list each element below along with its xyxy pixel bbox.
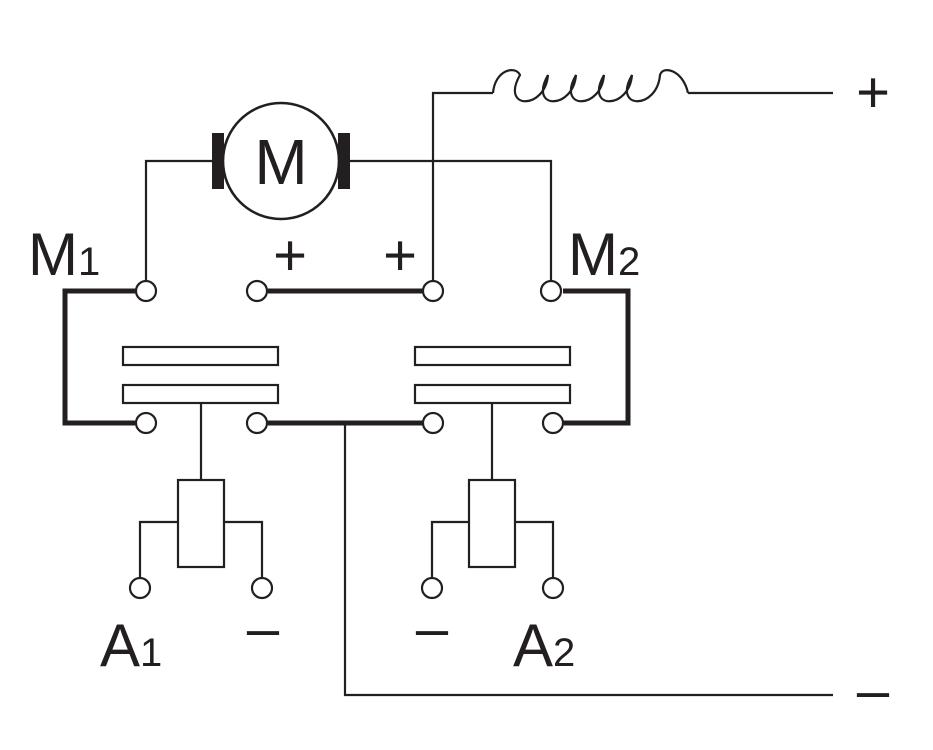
terminal-a1 [128, 576, 152, 600]
terminal-relay1-minus [250, 576, 274, 600]
motor-brush-left [212, 133, 224, 189]
terminal-relay2-minus [420, 576, 444, 600]
coil-icon [491, 69, 690, 103]
motor-lead-m1 [144, 159, 212, 280]
label-m1-main: M [28, 221, 78, 288]
m1-outer-loop [62, 288, 136, 426]
label-m2: M2 [568, 221, 640, 288]
label-plus-right: + [383, 223, 417, 288]
terminal-relay2-nc-right [541, 411, 565, 435]
terminal-plus-right [421, 279, 445, 303]
label-plus-left: + [273, 223, 307, 288]
label-m1-sub: 1 [78, 240, 100, 284]
label-a2: A2 [513, 612, 575, 679]
motor-brush-right [338, 133, 350, 189]
label-a2-main: A [513, 612, 553, 679]
terminal-a2 [541, 576, 565, 600]
label-a1: A1 [100, 612, 162, 679]
relay1-coil [176, 478, 226, 569]
label-m1: M1 [28, 221, 100, 288]
motor-lead-m2 [350, 159, 553, 280]
terminal-m2 [539, 279, 563, 303]
motor-label: M [254, 126, 307, 198]
label-a1-main: A [100, 612, 140, 679]
label-minus-a1: – [247, 596, 280, 661]
relay2-contact-lower [413, 383, 572, 405]
label-supply-plus: + [856, 60, 890, 125]
coil-feed-wire [431, 91, 493, 288]
label-minus-a2: – [416, 596, 449, 661]
label-a2-sub: 2 [553, 631, 575, 675]
supply-minus-wire [343, 423, 833, 697]
relay2-contact-upper [413, 345, 572, 367]
terminal-m1 [134, 279, 158, 303]
m2-outer-loop [563, 288, 631, 426]
label-m2-main: M [568, 221, 618, 288]
relay1-lead-a1 [138, 520, 178, 578]
relay1-contact-lower [121, 383, 280, 405]
terminal-relay1-nc-left [134, 411, 158, 435]
terminal-relay1-nc-right [245, 411, 269, 435]
label-a1-sub: 1 [140, 631, 162, 675]
terminal-relay2-nc-left [421, 411, 445, 435]
relay1-contact-upper [121, 345, 280, 367]
relay2-coil [467, 478, 517, 569]
label-m2-sub: 2 [618, 240, 640, 284]
terminal-plus-left [245, 279, 269, 303]
relay2-lead-minus [430, 520, 469, 578]
relay1-lead-minus [224, 520, 264, 578]
relay2-lead-a2 [515, 520, 555, 578]
label-supply-minus: – [857, 658, 890, 723]
